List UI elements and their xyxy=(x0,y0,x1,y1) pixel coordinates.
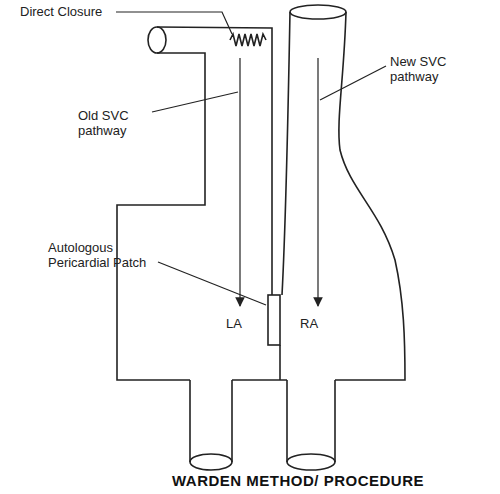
leader-line xyxy=(152,92,238,112)
callout-label: Old SVC pathway xyxy=(78,108,150,138)
callout-label: Autologous Pericardial Patch xyxy=(48,240,156,270)
callout-label: New SVC pathway xyxy=(390,54,480,84)
chamber-label: RA xyxy=(300,316,318,331)
old-svc-wall xyxy=(157,27,272,295)
vessel-wall xyxy=(287,380,335,462)
flow-arrow xyxy=(239,58,240,306)
vessel-opening xyxy=(287,454,335,470)
vessel-opening xyxy=(190,454,232,470)
chamber-label: LA xyxy=(226,316,242,331)
atrium-floor xyxy=(232,379,287,381)
leader-line xyxy=(158,262,266,305)
pericardial-patch xyxy=(268,295,280,345)
new-svc-wall xyxy=(282,12,290,295)
vessel-opening xyxy=(148,27,166,53)
leader-line xyxy=(116,12,232,34)
vessel-opening xyxy=(290,5,346,19)
caption-text: WARDEN METHOD/ PROCEDURE xyxy=(172,472,424,489)
suture-line xyxy=(230,34,266,46)
leader-line xyxy=(320,66,386,100)
left-atrium-wall xyxy=(117,53,205,380)
atrial-septum xyxy=(279,345,281,380)
vessel-wall xyxy=(190,380,232,462)
label-text: Direct Closure xyxy=(20,4,102,19)
flow-arrow xyxy=(317,58,318,306)
